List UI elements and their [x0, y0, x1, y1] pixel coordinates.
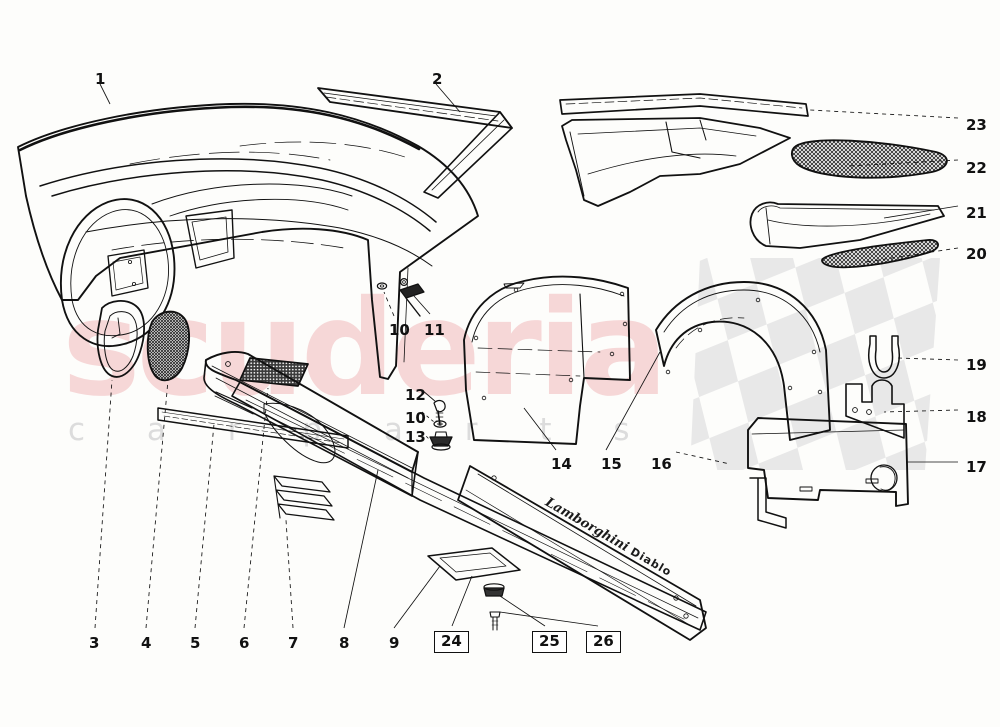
- callout-15[interactable]: 15: [601, 455, 622, 473]
- watermark-car-parts: c a r p a r t s: [68, 412, 656, 448]
- callout-7[interactable]: 7: [288, 634, 299, 652]
- callout-24[interactable]: 24: [434, 631, 469, 653]
- callout-13[interactable]: 13: [405, 428, 426, 446]
- callout-2[interactable]: 2: [432, 70, 443, 88]
- callout-10-lower[interactable]: 10: [405, 409, 426, 427]
- callout-25[interactable]: 25: [532, 631, 567, 653]
- callout-10-upper[interactable]: 10: [389, 321, 410, 339]
- callout-17[interactable]: 17: [966, 458, 987, 476]
- callout-16[interactable]: 16: [651, 455, 672, 473]
- callout-5[interactable]: 5: [190, 634, 201, 652]
- callout-19[interactable]: 19: [966, 356, 987, 374]
- callout-6[interactable]: 6: [239, 634, 250, 652]
- callout-22[interactable]: 22: [966, 159, 987, 177]
- callout-14[interactable]: 14: [551, 455, 572, 473]
- callout-21[interactable]: 21: [966, 204, 987, 222]
- callout-12[interactable]: 12: [405, 386, 426, 404]
- callout-8[interactable]: 8: [339, 634, 350, 652]
- callout-23[interactable]: 23: [966, 116, 987, 134]
- callout-26[interactable]: 26: [586, 631, 621, 653]
- callout-1[interactable]: 1: [95, 70, 106, 88]
- callout-9[interactable]: 9: [389, 634, 400, 652]
- callout-3[interactable]: 3: [89, 634, 100, 652]
- callout-11[interactable]: 11: [424, 321, 445, 339]
- callout-4[interactable]: 4: [141, 634, 152, 652]
- callout-18[interactable]: 18: [966, 408, 987, 426]
- callout-20[interactable]: 20: [966, 245, 987, 263]
